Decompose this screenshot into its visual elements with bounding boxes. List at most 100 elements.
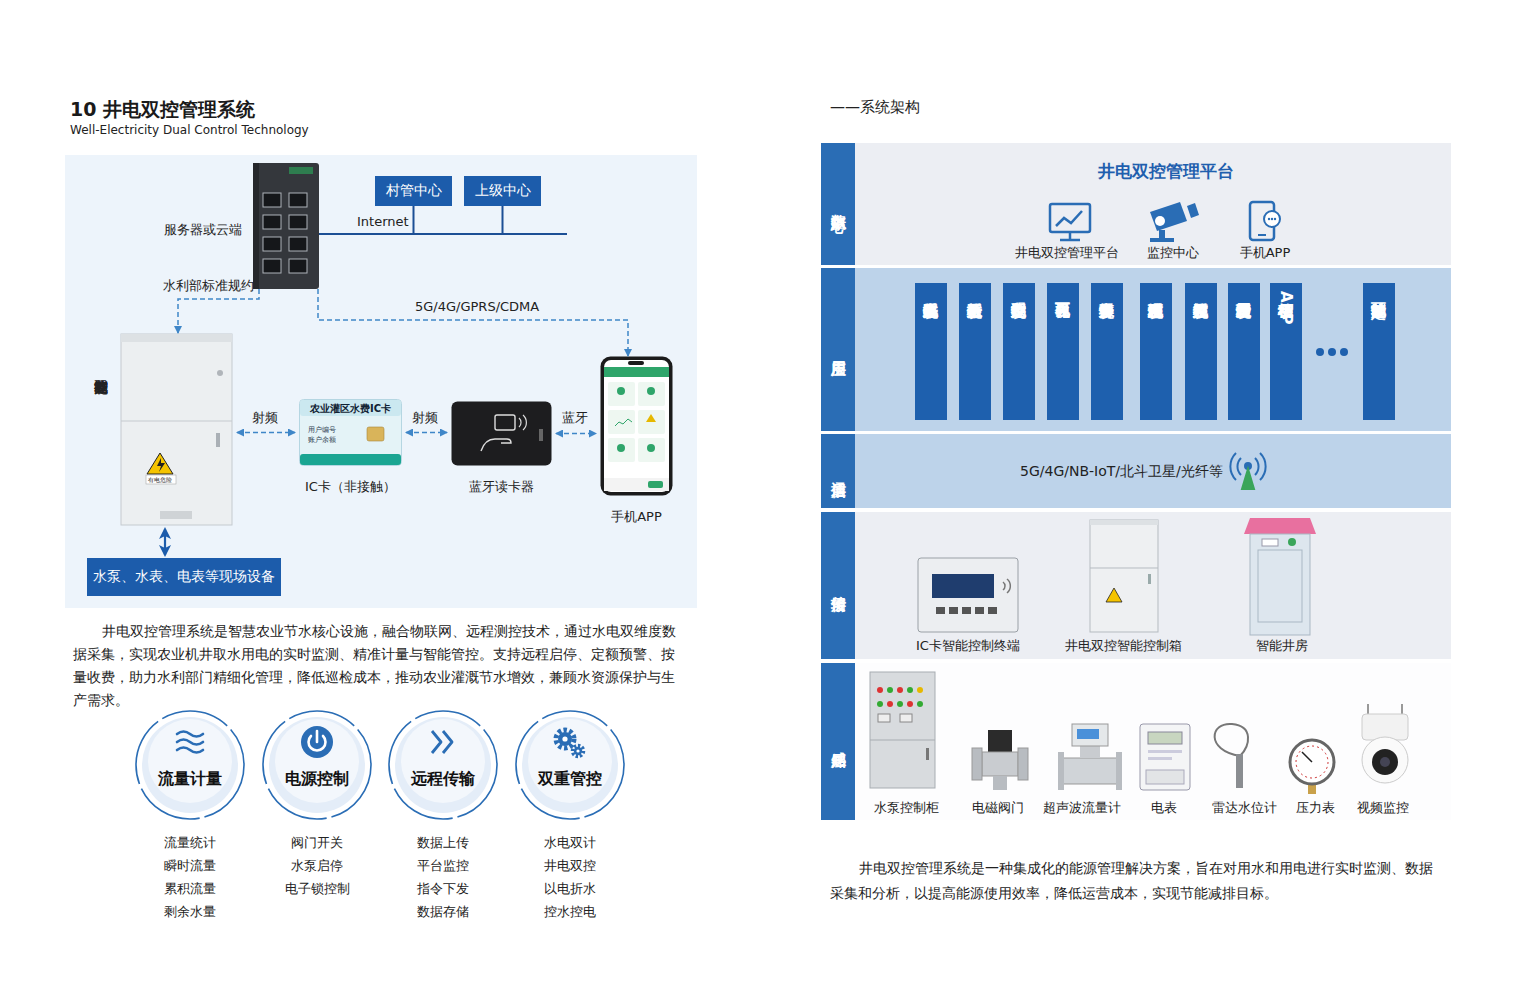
circle-shape xyxy=(401,719,485,803)
circle-shape xyxy=(217,370,223,376)
node-subtext: 5G/4G/NB-IoT/北斗卫星/光纤等 xyxy=(1020,463,1223,481)
label-text: 流量统计 xyxy=(100,834,280,852)
rect-shape xyxy=(918,558,1018,632)
rect-shape xyxy=(1308,782,1316,794)
rect-shape xyxy=(1146,770,1184,784)
camera-icon xyxy=(1150,202,1199,242)
polyline-shape xyxy=(1056,211,1082,226)
feature-circle: 双重管控 xyxy=(514,709,626,821)
rect-shape xyxy=(1058,752,1064,790)
label-text: 井电双控 xyxy=(480,857,660,875)
line-shape xyxy=(1401,704,1403,716)
circle-shape xyxy=(1264,211,1280,227)
rect-shape xyxy=(263,193,281,207)
rect-shape xyxy=(1018,748,1028,780)
rect-shape xyxy=(608,438,635,462)
rect-shape xyxy=(1140,724,1190,790)
line-shape xyxy=(870,740,935,741)
connector-line xyxy=(319,206,503,234)
rect-shape xyxy=(949,607,958,614)
rect-shape xyxy=(263,237,281,251)
rect-shape xyxy=(263,259,281,273)
rect-shape xyxy=(638,410,665,434)
node-text: 视频监控系统 xyxy=(1185,283,1217,420)
rect-shape xyxy=(1159,230,1165,239)
circle-shape xyxy=(395,717,491,813)
polyline-shape xyxy=(443,731,452,753)
center-box: 村管中心 xyxy=(375,176,452,206)
line-shape xyxy=(1060,239,1080,242)
dashed-arrow xyxy=(318,289,628,356)
phone-app: 手机APP xyxy=(600,356,673,496)
rect-shape xyxy=(1077,729,1099,739)
svg-shape xyxy=(261,709,373,821)
circle-shape xyxy=(528,719,612,803)
rect-shape xyxy=(878,714,890,722)
circle-shape xyxy=(917,701,923,707)
node-text: 传输层 xyxy=(821,512,855,659)
edge-label: 水利部标准规约 xyxy=(163,277,254,295)
camera-image xyxy=(1362,704,1408,783)
rect-shape xyxy=(160,511,192,519)
path-shape xyxy=(1230,453,1236,480)
node-subtext: 井电双控管理平台 xyxy=(881,160,1451,183)
line-shape xyxy=(1069,232,1072,239)
circle-shape xyxy=(1372,749,1398,775)
edge-label: 蓝牙 xyxy=(562,409,588,427)
rect-shape xyxy=(300,400,401,416)
circle-shape xyxy=(516,711,624,819)
rect-shape xyxy=(1050,204,1090,232)
circle-shape xyxy=(647,387,655,395)
node-text: 双重管控 xyxy=(514,769,626,790)
label-text: 水电双计 xyxy=(480,834,660,852)
page-title: 10 井电双控管理系统 xyxy=(70,97,255,123)
rect-shape xyxy=(289,193,307,207)
svg-shape xyxy=(387,709,499,821)
phone-icon xyxy=(1250,202,1280,240)
rect-shape xyxy=(216,433,220,447)
line-shape xyxy=(1367,704,1369,716)
node-text: 数据中心 xyxy=(821,143,855,265)
node-text: 水泵、水表、电表等现场设备 xyxy=(93,568,275,586)
radar-level-image xyxy=(1215,724,1248,788)
rect-shape xyxy=(1072,724,1108,746)
node-text: 电源控制 xyxy=(261,769,373,790)
svg-shape xyxy=(451,401,552,466)
node-text: 流量计量 xyxy=(134,769,246,790)
app-system-box: 可视化界面 xyxy=(1047,283,1079,420)
rect-shape xyxy=(1148,757,1172,760)
rect-shape xyxy=(604,367,669,377)
app-system-box: 费用计收管理系统 xyxy=(1228,283,1260,420)
circle-shape xyxy=(301,726,333,758)
ic-card: 农业灌区水费IC卡用户编号账户余额IC卡（非接触） xyxy=(299,399,402,466)
path-shape xyxy=(177,740,203,745)
app-system-box: 视频监控系统 xyxy=(1185,283,1217,420)
circle-shape xyxy=(389,711,497,819)
rect-shape xyxy=(300,400,402,466)
circle-shape xyxy=(887,687,893,693)
label-text: 阀门开关 xyxy=(227,834,407,852)
rect-shape xyxy=(601,357,673,496)
label-text: 指令下发 xyxy=(353,880,533,898)
node-subtext: 用户编号 xyxy=(308,425,336,435)
node-text: 通信层 xyxy=(821,434,855,508)
feature-circle: 远程传输 xyxy=(387,709,499,821)
circle-shape xyxy=(1290,740,1334,784)
node-text: 可视化界面 xyxy=(1047,283,1079,420)
rect-shape xyxy=(932,574,994,598)
rect-shape xyxy=(988,730,1012,752)
polygon-shape xyxy=(646,414,656,422)
gauge-image xyxy=(1290,740,1334,794)
rect-shape xyxy=(1150,238,1174,242)
rect-shape xyxy=(289,167,313,174)
node-text: 数据分析系统 xyxy=(959,283,991,420)
circle-shape xyxy=(1155,216,1165,226)
circle-shape xyxy=(1316,348,1324,356)
circle-shape xyxy=(269,717,365,813)
g-shape xyxy=(177,732,203,753)
dots-symbol xyxy=(1316,348,1348,356)
svg-shape xyxy=(120,333,233,526)
rect-shape xyxy=(638,438,665,462)
label-text: 累积流量 xyxy=(100,880,280,898)
